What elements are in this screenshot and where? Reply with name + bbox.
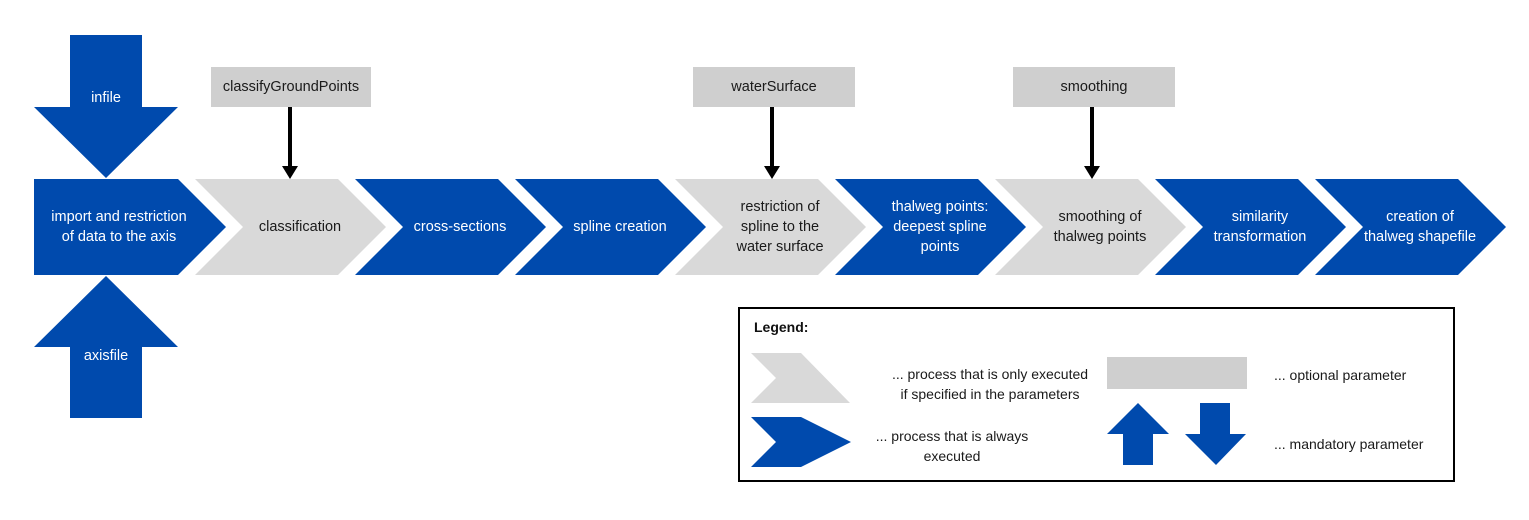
step-label-spline-creation: spline creation (573, 219, 667, 235)
infile-label: infile (91, 90, 121, 106)
step-chevron-7 (995, 179, 1186, 275)
legend-title: Legend: (754, 319, 809, 335)
legend-mandatory-process-chevron (751, 417, 851, 467)
step-label-smoothing-of-thalweg-points: smoothing of thalweg points (1053, 209, 1147, 245)
step-label-cross-sections: cross-sections (413, 219, 507, 235)
connector-arrowhead-icon (764, 166, 780, 179)
step-label-similarity-transformation: similarity transformation (1213, 209, 1307, 245)
step-chevron-6 (835, 179, 1026, 275)
step-label-restriction-of-spline-to-the-water-surface: restriction of spline to the water surfa… (736, 199, 824, 255)
step-chevron-5 (675, 179, 866, 275)
step-chevron-2 (195, 179, 386, 275)
legend-mandatory-parameter-text: ... mandatory parameter (1274, 436, 1424, 452)
legend-mandatory-arrow-up-icon (1107, 403, 1169, 465)
step-chevron-8 (1155, 179, 1346, 275)
step-label-creation-of-thalweg-shapefile: creation of thalweg shapefile (1363, 209, 1477, 245)
step-chevron-9 (1315, 179, 1506, 275)
step-label-import-and-restriction-of-data-to-the-axis: import and restriction of data to the ax… (51, 209, 187, 245)
legend-mandatory-arrow-down-icon (1185, 403, 1246, 465)
connector-arrowhead-icon (1084, 166, 1100, 179)
legend-box: Legend: ... process that is only execute… (738, 307, 1455, 482)
connector-arrowhead-icon (282, 166, 298, 179)
axisfile-label: axisfile (83, 348, 129, 364)
step-chevron-1 (34, 179, 226, 275)
step-label-thalweg-points-deepest-spline-points: thalweg points: deepest spline points (891, 199, 989, 255)
step-chevron-4 (515, 179, 706, 275)
param-waterSurface: waterSurface (693, 67, 855, 107)
legend-optional-parameter-swatch (1107, 357, 1247, 389)
legend-optional-process-text: ... process that is only executed if spe… (891, 366, 1089, 402)
param-smoothing: smoothing (1013, 67, 1175, 107)
axisfile-arrow-up-icon (34, 276, 178, 418)
step-chevron-3 (355, 179, 546, 275)
legend-mandatory-process-text: ... process that is always executed (875, 428, 1029, 464)
param-classifyGroundPoints: classifyGroundPoints (211, 67, 371, 107)
legend-optional-process-chevron (751, 353, 850, 403)
legend-optional-parameter-text: ... optional parameter (1274, 367, 1407, 383)
step-label-classification: classification (258, 219, 342, 235)
infile-arrow-down-icon (34, 35, 178, 178)
